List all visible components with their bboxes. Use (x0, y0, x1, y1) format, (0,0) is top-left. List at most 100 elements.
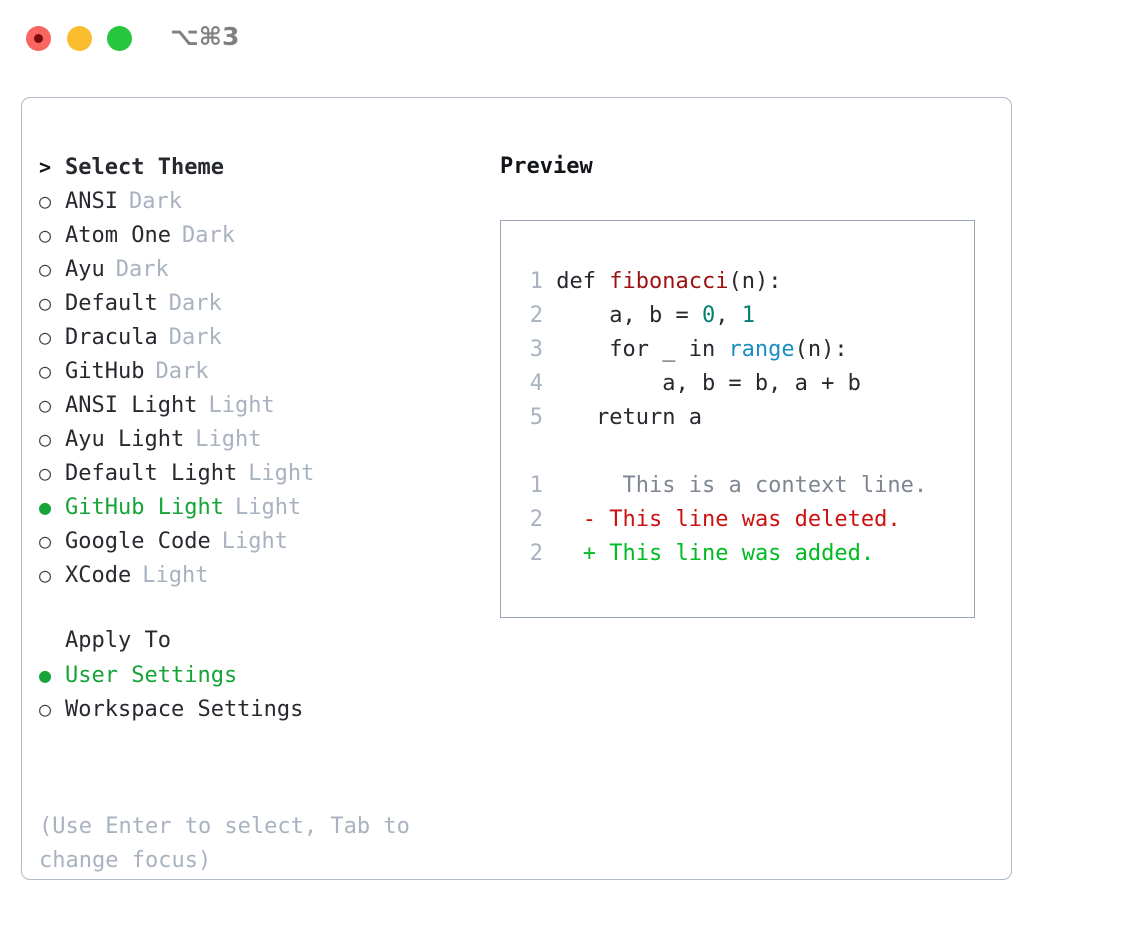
theme-list-item[interactable]: ○ XCode Light (39, 558, 479, 592)
code-line-number: 4 (529, 371, 543, 396)
theme-name: Atom One (65, 223, 171, 248)
apply-to-label: Workspace Settings (65, 697, 304, 722)
diff-text: This is a context line. (596, 473, 928, 498)
diff-line-number: 1 (529, 473, 543, 498)
theme-name: XCode (65, 563, 132, 588)
diff-line-number: 2 (529, 541, 543, 566)
theme-list-item[interactable]: ○ ANSI Light Light (39, 388, 479, 422)
diff-marker (583, 473, 596, 498)
theme-name: Ayu (65, 257, 105, 282)
apply-to-item[interactable]: ○ Workspace Settings (39, 692, 479, 726)
theme-variant-badge: Dark (155, 359, 209, 384)
code-token: a, b = (556, 303, 702, 328)
radio-unselected-icon[interactable]: ○ (39, 257, 52, 281)
maximize-button[interactable] (107, 26, 132, 51)
keyboard-hint: (Use Enter to select, Tab to change focu… (39, 810, 454, 878)
recording-indicator-icon (34, 34, 43, 43)
theme-name: ANSI (65, 189, 118, 214)
minimize-button[interactable] (67, 26, 92, 51)
apply-to-item[interactable]: ● User Settings (39, 658, 479, 692)
list-spacer (39, 592, 479, 624)
prompt-caret-icon: > (39, 155, 52, 179)
title-bar: ⌥⌘3 (0, 0, 1140, 78)
code-line-number: 2 (529, 303, 543, 328)
theme-list-item[interactable]: ○ Google Code Light (39, 524, 479, 558)
code-token: range (728, 337, 795, 362)
code-token: , (715, 303, 742, 328)
theme-variant-badge: Dark (168, 325, 222, 350)
code-line: 4 a, b = b, a + b (521, 367, 974, 401)
radio-selected-icon[interactable]: ● (39, 663, 52, 687)
code-diff-gap (521, 435, 974, 469)
preview-title: Preview (500, 154, 593, 179)
code-token: 1 (741, 303, 755, 328)
theme-list-item[interactable]: ○ GitHub Dark (39, 354, 479, 388)
code-line: 5 return a (521, 401, 974, 435)
code-token: (n): (728, 269, 782, 294)
radio-unselected-icon[interactable]: ○ (39, 325, 52, 349)
diff-sample: 1 This is a context line.2 - This line w… (521, 469, 974, 571)
radio-unselected-icon[interactable]: ○ (39, 359, 52, 383)
theme-name: Google Code (65, 529, 211, 554)
radio-unselected-icon[interactable]: ○ (39, 697, 52, 721)
radio-unselected-icon[interactable]: ○ (39, 427, 52, 451)
select-theme-title: Select Theme (65, 155, 224, 180)
theme-name: ANSI Light (65, 393, 198, 418)
radio-unselected-icon[interactable]: ○ (39, 291, 52, 315)
theme-list-item[interactable]: ○ Default Dark (39, 286, 479, 320)
theme-list-item[interactable]: ○ Ayu Light Light (39, 422, 479, 456)
theme-variant-badge: Light (195, 427, 262, 452)
keyboard-hint-line-1: (Use Enter to select, Tab to (39, 814, 410, 839)
close-button[interactable] (26, 26, 51, 51)
preview-column: Preview 1 def fibonacci(n):2 a, b = 0, 1… (500, 150, 990, 618)
radio-unselected-icon[interactable]: ○ (39, 529, 52, 553)
radio-selected-icon[interactable]: ● (39, 495, 52, 519)
code-line: 1 def fibonacci(n): (521, 265, 974, 299)
code-line-number: 5 (529, 405, 543, 430)
theme-variant-badge: Dark (128, 189, 182, 214)
diff-line: 2 + This line was added. (521, 537, 974, 571)
apply-to-title: Apply To (65, 628, 171, 653)
theme-name: Default (65, 291, 158, 316)
apply-to-label: User Settings (65, 663, 238, 688)
radio-unselected-icon[interactable]: ○ (39, 563, 52, 587)
theme-name: Ayu Light (65, 427, 185, 452)
code-token: def (556, 269, 610, 294)
radio-unselected-icon[interactable]: ○ (39, 393, 52, 417)
theme-name: GitHub Light (65, 495, 224, 520)
apply-to-header: Apply To (39, 624, 479, 658)
theme-list-item[interactable]: ○ ANSI Dark (39, 184, 479, 218)
theme-variant-badge: Light (208, 393, 275, 418)
diff-text: This line was added. (596, 541, 875, 566)
code-token: return a (556, 405, 702, 430)
code-line-number: 3 (529, 337, 543, 362)
diff-marker: + (582, 541, 596, 566)
radio-unselected-icon[interactable]: ○ (39, 461, 52, 485)
code-line: 3 for _ in range(n): (521, 333, 974, 367)
code-token: fibonacci (609, 269, 729, 294)
radio-unselected-icon[interactable]: ○ (39, 189, 52, 213)
theme-variant-badge: Light (142, 563, 209, 588)
diff-line-number: 2 (529, 507, 543, 532)
diff-text: This line was deleted. (596, 507, 901, 532)
select-theme-header: > Select Theme (39, 150, 479, 184)
code-token: 0 (701, 303, 716, 328)
theme-variant-badge: Dark (168, 291, 222, 316)
code-line-number: 1 (529, 269, 543, 294)
code-line: 2 a, b = 0, 1 (521, 299, 974, 333)
theme-name: GitHub (65, 359, 145, 384)
diff-line: 1 This is a context line. (521, 469, 974, 503)
theme-name: Default Light (65, 461, 238, 486)
theme-variant-badge: Light (221, 529, 288, 554)
radio-unselected-icon[interactable]: ○ (39, 223, 52, 247)
